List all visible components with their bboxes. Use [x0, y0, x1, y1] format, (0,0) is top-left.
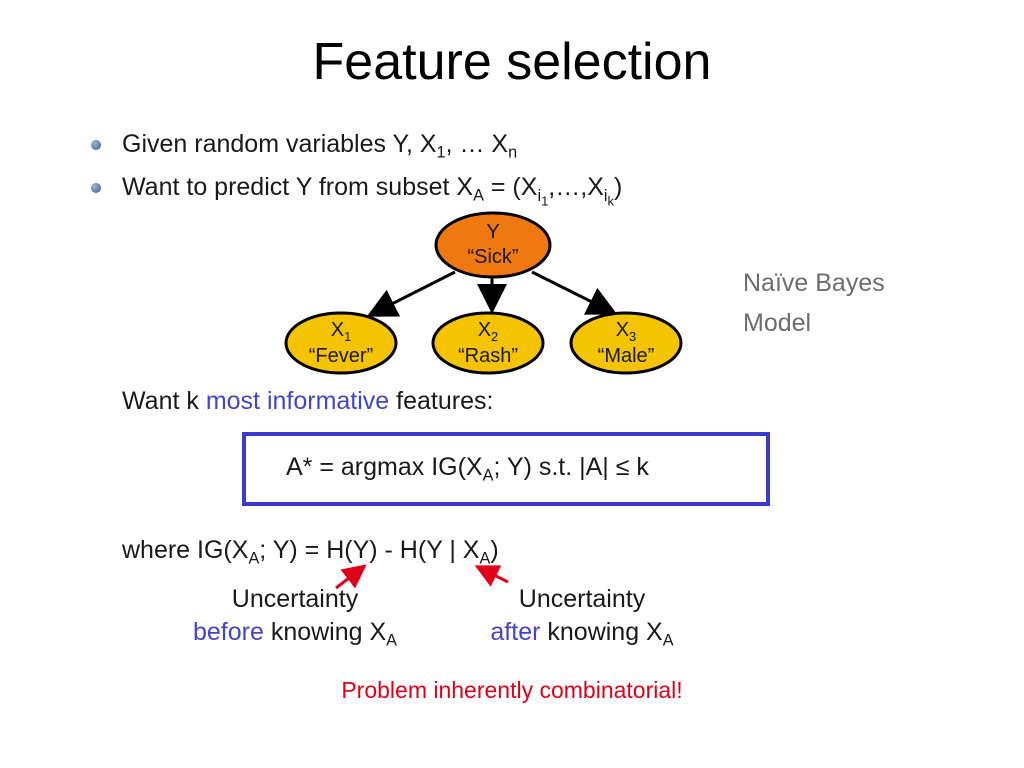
edge-y-x1: [366, 270, 456, 317]
node-x2: [431, 311, 545, 375]
after-line1: Uncertainty: [518, 585, 646, 613]
after-line2: after knowing XA: [462, 618, 702, 650]
bullet-icon: [91, 140, 101, 150]
node-y: [434, 211, 552, 279]
before-highlight: before: [192, 618, 264, 646]
bullet-1: Given random variables Y, X1, … Xn: [122, 130, 518, 162]
bullet-1-sub1: 1: [436, 143, 446, 162]
bullet-2-sub3: ik: [603, 186, 615, 209]
bullet-2-sub2: i1: [537, 186, 549, 209]
naive-bayes-graph: Y “Sick” X1 “Fever” X2 “Rash” X3 “Male”: [284, 211, 683, 375]
bullet-1-sub2: n: [508, 143, 518, 162]
bullet-icon: [91, 183, 101, 193]
want-line: Want k most informative features:: [122, 387, 493, 416]
node-x1-desc: “Fever”: [309, 345, 373, 367]
node-x2-desc: “Rash”: [458, 345, 518, 367]
formula-post: ; Y) s.t. |A| ≤ k: [493, 453, 649, 481]
where-sub2: A: [479, 549, 491, 568]
where-mid: ; Y) = H(Y) - H(Y | X: [259, 536, 480, 564]
bullet-2-subsub3: k: [607, 193, 615, 209]
node-y-name: Y: [486, 221, 499, 243]
want-highlight: most informative: [205, 387, 390, 415]
node-x3-desc: “Male”: [598, 345, 655, 367]
bullet-2-subsub2: 1: [541, 193, 549, 209]
node-y-desc: “Sick”: [467, 246, 518, 268]
formula-pre: A* = argmax IG(X: [286, 453, 483, 481]
model-label-2: Model: [743, 309, 812, 337]
where-sub1: A: [248, 549, 260, 568]
bullet-2-sub2-text: i: [537, 186, 542, 205]
arrow-after: [474, 565, 509, 587]
arrow-before: [335, 564, 367, 590]
bullet-2-post: ): [614, 173, 623, 201]
node-x3-name: X3: [616, 319, 637, 344]
after-highlight: after: [490, 618, 541, 646]
formula: A* = argmax IG(XA; Y) s.t. |A| ≤ k: [286, 453, 649, 485]
bullet-2: Want to predict Y from subset XA = (Xi1,…: [122, 173, 623, 209]
formula-sub: A: [482, 466, 494, 485]
bullet-2-sub3-text: i: [603, 186, 608, 205]
after-sub: A: [662, 631, 674, 650]
edge-y-x3: [531, 270, 618, 315]
node-x1-name: X1: [331, 319, 352, 344]
before-sub: A: [386, 631, 398, 650]
before-line2: before knowing XA: [175, 618, 415, 650]
before-mid: knowing X: [263, 618, 387, 646]
bullet-1-mid: , … X: [445, 130, 509, 158]
bullet-2-mid: = (X: [483, 173, 538, 201]
red-arrows: [335, 564, 509, 590]
node-x3: [569, 311, 683, 375]
node-x1: [284, 311, 398, 375]
slide-title: Feature selection: [312, 33, 712, 91]
conclusion: Problem inherently combinatorial!: [341, 677, 683, 703]
where-line: where IG(XA; Y) = H(Y) - H(Y | XA): [122, 536, 499, 568]
before-line1: Uncertainty: [231, 585, 359, 613]
where-pre: where IG(X: [122, 536, 249, 564]
bullet-2-text: Want to predict Y from subset X: [122, 173, 474, 201]
bullet-1-text: Given random variables Y, X: [122, 130, 437, 158]
model-label-1: Naïve Bayes: [743, 269, 885, 297]
after-mid: knowing X: [540, 618, 663, 646]
want-pre: Want k: [122, 387, 206, 415]
bullet-2-sub1: A: [473, 186, 484, 205]
want-post: features:: [389, 387, 494, 415]
where-post: ): [490, 536, 499, 564]
formula-box: [242, 432, 770, 506]
before-note: Uncertainty before knowing XA: [175, 585, 415, 650]
after-note: Uncertainty after knowing XA: [462, 585, 702, 650]
bullet-2-mid2: ,…,X: [548, 173, 604, 201]
node-x2-name: X2: [478, 319, 499, 344]
